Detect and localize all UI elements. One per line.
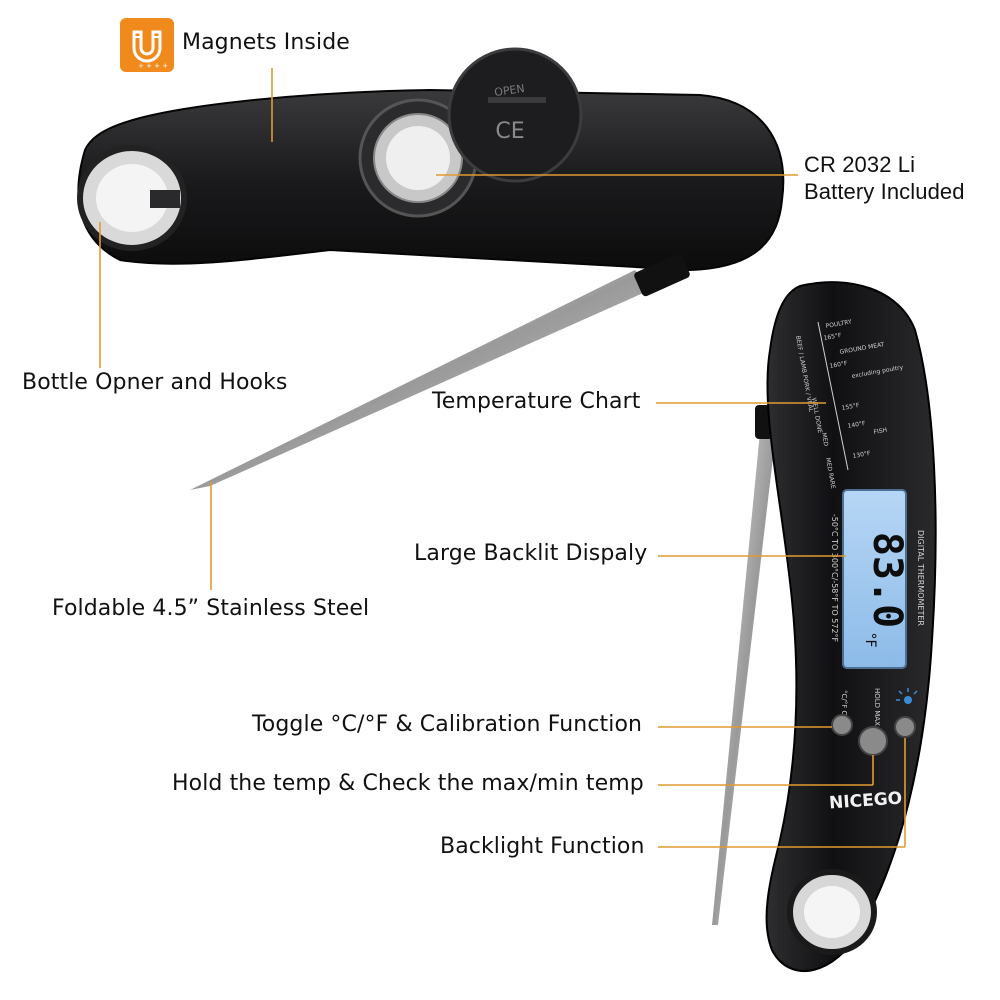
- svg-text:+ + + +: + + + +: [138, 62, 168, 70]
- steel-probe-front: [712, 432, 776, 925]
- chart-label: FISH: [873, 427, 888, 436]
- battery-open-text: OPEN: [494, 82, 526, 99]
- stainless-steel-label: Foldable 4.5” Stainless Steel: [52, 596, 370, 621]
- leader-lines: [99, 68, 906, 848]
- chart-label: MED: [820, 432, 829, 447]
- backlight-bulb-icon: [896, 688, 918, 704]
- magnets-label: Magnets Inside: [182, 30, 350, 55]
- backlight-label: Backlight Function: [440, 834, 645, 859]
- toggle-button-label: °C/°F CAL: [840, 690, 848, 724]
- backlight-button[interactable]: [894, 716, 916, 738]
- chart-label: POULTRY: [825, 318, 853, 330]
- battery-label-line1: CR 2032 Li: [804, 152, 916, 177]
- backlit-display-label: Large Backlit Dispaly: [414, 541, 648, 566]
- range-text: -50°C TO 300°C/-58°F TO 572°F: [830, 514, 839, 643]
- temperature-chart-label: Temperature Chart: [432, 389, 641, 414]
- bottle-opener-label: Bottle Opner and Hooks: [22, 370, 288, 395]
- hold-max-min-button[interactable]: [858, 726, 888, 756]
- ce-mark: CE: [495, 119, 524, 144]
- chart-temp: 155°F: [841, 402, 860, 412]
- battery-label-line2: Battery Included: [804, 179, 965, 204]
- toggle-calibration-label: Toggle °C/°F & Calibration Function: [252, 712, 643, 737]
- chart-temp: 165°F: [823, 332, 842, 342]
- back-view: OPEN CE: [77, 47, 785, 490]
- hold-button-label: HOLD MAX MIN: [873, 688, 881, 741]
- toggle-cal-button[interactable]: [831, 714, 853, 736]
- lcd-display: [842, 489, 907, 669]
- magnet-icon: + + + +: [120, 18, 174, 72]
- chart-temp: 130°F: [852, 450, 871, 460]
- battery-cover: [447, 47, 583, 183]
- lcd-reading: 83.0: [864, 532, 910, 628]
- front-view: 83.0 °F DIGITAL THERMOMETER -50°C TO 300…: [712, 281, 937, 973]
- chart-temp: 160°F: [829, 360, 848, 370]
- steel-probe-back: [190, 270, 650, 490]
- side-text: DIGITAL THERMOMETER: [916, 530, 925, 626]
- hold-max-min-label: Hold the temp & Check the max/min temp: [172, 771, 644, 796]
- chart-temp: 140°F: [847, 420, 866, 430]
- lcd-unit: °F: [862, 632, 878, 647]
